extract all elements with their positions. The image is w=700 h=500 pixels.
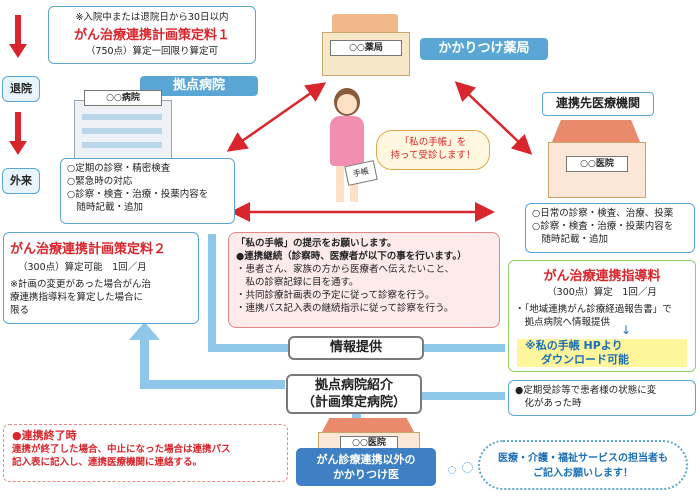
download-note: ※私の手帳 HPより ダウンロード可能	[517, 339, 687, 367]
plan1-title: がん治療連携計画策定料１	[73, 28, 230, 43]
info-provision-label: 情報提供	[288, 336, 424, 360]
plan2-note: 療連携指導料を算定した場合に	[10, 292, 144, 303]
request-line: ●連携継続（診察時、医療者が以下の事を行います。）	[236, 251, 467, 262]
inpatient-tag: 退院	[2, 76, 40, 102]
speech-line: 持って受診します！	[390, 150, 476, 161]
download-line: ※私の手帳 HPより	[525, 339, 623, 352]
request-line: ・連携パス記入表の継続指示に従って診察を行う。	[236, 303, 454, 314]
end-line: 記入表に記入し、連携医療機関に連絡する。	[12, 457, 203, 468]
end-title: ●連携終了時	[12, 429, 77, 442]
plan2-box: がん治療連携計画策定料２ （300点）算定可能 1回／月 ※計画の変更があった場…	[3, 232, 199, 324]
partner-task: ○日常の診察・検査、治療、投薬	[532, 208, 674, 219]
speech-bubble: 「私の手帳」を 持って受診します！	[376, 130, 490, 170]
collaboration-end-box: ●連携終了時 連携が終了した場合、中止になった場合は連携パス 記入表に記入し、連…	[3, 424, 288, 482]
plan2-points: （300点）算定可能 1回／月	[18, 262, 147, 273]
patient-figure	[318, 88, 376, 206]
pharmacy-building: ○○薬局	[322, 14, 410, 76]
partner-task: 随時記載・追加	[532, 234, 609, 245]
base-hospital-label: 拠点病院	[140, 76, 258, 96]
guidance-desc: 拠点病院へ情報提供	[515, 317, 611, 328]
regular-line: ●定期受診等で患者様の状態に変	[515, 385, 657, 396]
referral-label: 拠点病院紹介 （計画策定病院）	[286, 374, 422, 414]
hospital-tasks-box: ○定期の診察・精密検査 ○緊急時の対応 ○診察・検査・治療・投薬内容を 随時記載…	[60, 158, 235, 224]
cloud-dot	[462, 462, 473, 473]
referral-line: （計画策定病院）	[301, 395, 406, 410]
download-line: ダウンロード可能	[541, 353, 629, 366]
plan1-box: ※入院中または退院日から30日以内 がん治療連携計画策定料１ （750点）算定一…	[48, 6, 256, 64]
guidance-desc: ・「地域連携がん診療経過報告書」で	[515, 304, 672, 315]
pharmacy-sign: ○○薬局	[330, 40, 402, 56]
partner-tasks-box: ○日常の診察・検査、治療、投薬 ○診察・検査・治療・投薬内容を 随時記載・追加	[525, 203, 695, 253]
request-line: ・共同診療計画表の予定に従って診察を行う。	[236, 290, 435, 301]
speech-line: 「私の手帳」を	[399, 137, 467, 148]
pharmacy-label: かかりつけ薬局	[420, 38, 548, 60]
partner-label: 連携先医療機関	[542, 92, 654, 116]
guidance-points: （300点）算定 1回／月	[547, 287, 657, 298]
notebook-request-box: 「私の手帳」の提示をお願いします。 ●連携継続（診察時、医療者が以下の事を行いま…	[228, 232, 500, 328]
left-down-arrow-top	[9, 15, 27, 58]
partner-building: ○○医院	[548, 120, 646, 198]
cloud-dot	[448, 466, 456, 474]
cloud-line: ご記入お願いします！	[533, 468, 633, 479]
guidance-box: がん治療連携指導料 （300点）算定 1回／月 ・「地域連携がん診療経過報告書」…	[508, 260, 696, 372]
end-line: 連携が終了した場合、中止になった場合は連携パス	[12, 444, 231, 455]
regular-visit-box: ●定期受診等で患者様の状態に変 化があった時	[508, 380, 696, 416]
hospital-task: ○診察・検査・治療・投薬内容を	[67, 189, 209, 200]
hospital-task: 随時記載・追加	[67, 202, 144, 213]
cloud-line: 医療・介護・福祉サービスの担当者も	[498, 453, 668, 464]
arrow-pharmacy-partner	[454, 81, 533, 155]
plan1-points: （750点）算定一回限り算定可	[85, 46, 219, 57]
plan2-note: ※計画の変更があった場合がん治	[10, 279, 151, 290]
referral-line: 拠点病院紹介	[314, 378, 393, 393]
clinic-label-line: かかりつけ医	[332, 468, 400, 481]
regular-line: 化があった時	[515, 398, 582, 409]
partner-task: ○診察・検査・治療・投薬内容を	[532, 221, 674, 232]
base-hospital-sign: ○○病院	[84, 90, 162, 106]
hospital-task: ○緊急時の対応	[67, 176, 133, 187]
hospital-task: ○定期の診察・精密検査	[67, 163, 171, 174]
cloud-note: 医療・介護・福祉サービスの担当者も ご記入お願いします！	[478, 440, 688, 490]
clinic-label: がん診療連携以外の かかりつけ医	[296, 448, 436, 486]
plan1-note: ※入院中または退院日から30日以内	[75, 12, 229, 23]
outpatient-tag: 外来	[2, 168, 40, 194]
plan2-title: がん治療連携計画策定料２	[10, 242, 167, 257]
guidance-title: がん治療連携指導料	[543, 269, 661, 284]
left-down-arrow-bottom	[9, 112, 27, 155]
request-line: 私の診察記録に目を通す。	[236, 277, 359, 288]
partner-sign: ○○医院	[566, 156, 628, 172]
request-line: ・患者さん、家族の方から医療者へ伝えたいこと、	[236, 264, 455, 275]
plan2-note: 限る	[10, 305, 30, 316]
arrow-hospital-pharmacy	[226, 82, 327, 152]
base-hospital-building: ○○病院	[62, 90, 182, 164]
clinic-label-line: がん診療連携以外の	[316, 453, 416, 466]
request-line: 「私の手帳」の提示をお願いします。	[236, 238, 397, 249]
down-arrow-icon: ↓	[621, 323, 632, 337]
